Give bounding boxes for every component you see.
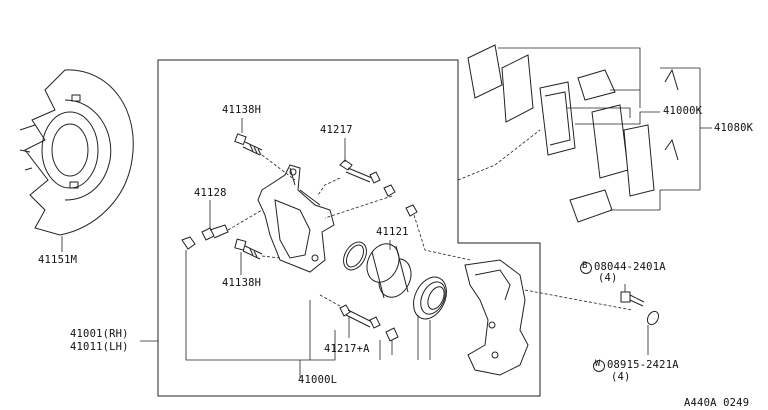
label-41000l[interactable]: 41000L bbox=[298, 374, 338, 386]
mounting-bolt bbox=[620, 291, 645, 307]
label-41000k[interactable]: 41000K bbox=[663, 105, 703, 117]
label-41011[interactable]: 41011(LH) bbox=[70, 341, 129, 353]
guide-pin-bolt-top bbox=[234, 133, 263, 156]
caliper-body bbox=[257, 164, 335, 273]
bushing-dash-2 bbox=[413, 214, 471, 261]
label-washer-code[interactable]: 08915-2421A bbox=[607, 359, 679, 371]
guide-pin-bolt-bottom bbox=[234, 238, 263, 260]
label-washer-qty: (4) bbox=[611, 371, 631, 383]
label-bolt-code[interactable]: 08044-2401A bbox=[594, 261, 666, 273]
baffle-plate bbox=[19, 69, 134, 236]
circle-b-letter: B bbox=[582, 261, 588, 271]
piston-seal bbox=[343, 241, 367, 271]
guide-pin-lower bbox=[339, 304, 381, 329]
bleeder-screw bbox=[201, 224, 229, 241]
bushing-dash bbox=[324, 195, 393, 219]
label-41217a[interactable]: 41217+A bbox=[324, 343, 370, 355]
label-41151m[interactable]: 41151M bbox=[38, 254, 78, 266]
pad-kit-bracket bbox=[498, 47, 712, 211]
bolt-top-dash bbox=[261, 154, 296, 181]
label-41138h-bottom[interactable]: 41138H bbox=[222, 277, 262, 289]
label-41001[interactable]: 41001(RH) bbox=[70, 328, 129, 340]
label-41128[interactable]: 41128 bbox=[194, 187, 227, 199]
pad-dash bbox=[457, 129, 541, 181]
label-bolt-qty: (4) bbox=[598, 272, 618, 284]
circle-b-marker bbox=[580, 262, 592, 274]
torque-dash bbox=[524, 289, 633, 311]
label-41217[interactable]: 41217 bbox=[320, 124, 353, 136]
left-bracket-line bbox=[185, 250, 300, 361]
label-41138h-top[interactable]: 41138H bbox=[222, 104, 262, 116]
circle-w-marker bbox=[593, 360, 605, 372]
label-41080k[interactable]: 41080K bbox=[714, 122, 754, 134]
sleeve bbox=[385, 327, 399, 342]
lower-leaders bbox=[299, 300, 431, 378]
assembly-frame bbox=[157, 59, 541, 397]
slide-bushings bbox=[383, 184, 418, 217]
bleeder-dash bbox=[227, 209, 263, 231]
torque-member bbox=[464, 259, 529, 376]
bolt-bottom-dash bbox=[261, 255, 281, 259]
pin-dash bbox=[317, 177, 341, 196]
piston bbox=[366, 243, 412, 299]
pin-lower-dash bbox=[319, 294, 341, 307]
pad-shims bbox=[467, 44, 679, 223]
lock-washer bbox=[646, 310, 660, 326]
circle-w-letter: W bbox=[595, 359, 601, 369]
label-41121[interactable]: 41121 bbox=[376, 226, 409, 238]
piston-boot bbox=[413, 276, 447, 320]
bleeder-cap bbox=[181, 236, 196, 250]
diagram-reference-code: A440A 0249 bbox=[684, 397, 750, 409]
guide-pin bbox=[339, 159, 381, 184]
